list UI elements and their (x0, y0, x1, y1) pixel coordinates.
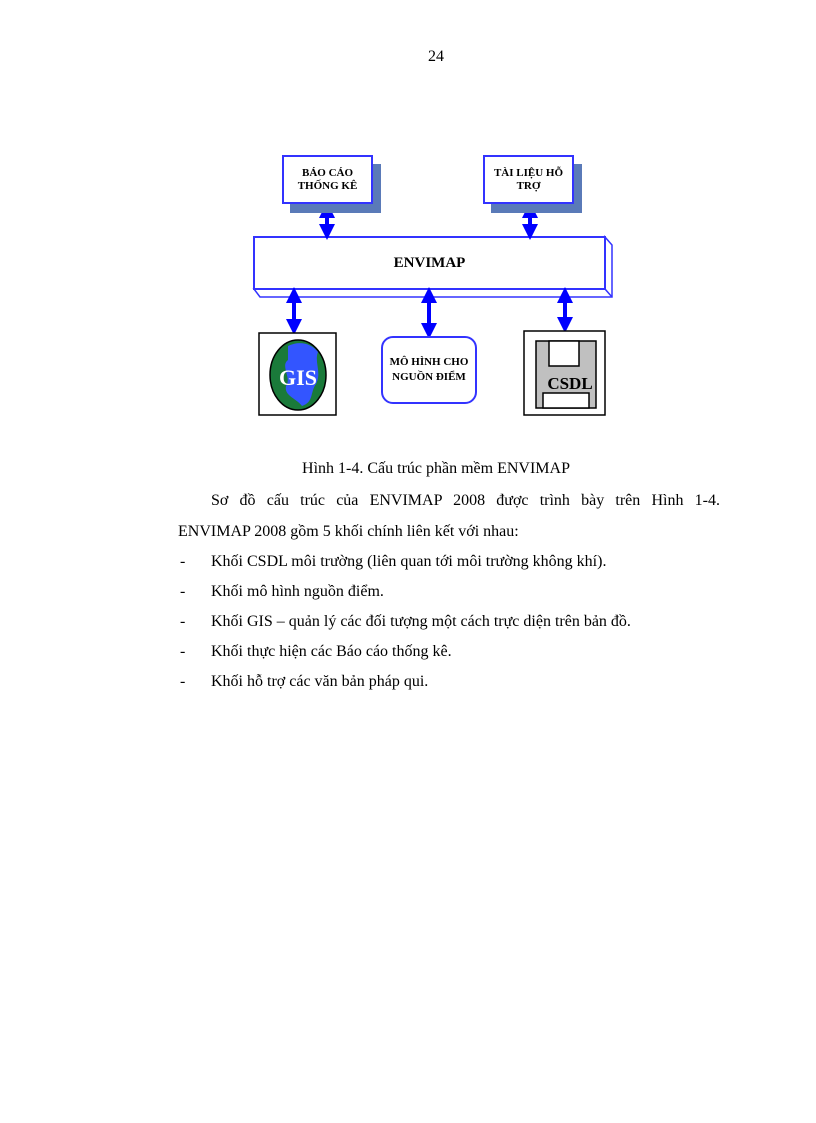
bullet: - (180, 613, 186, 630)
bullet: - (180, 643, 186, 660)
list-item-text: Khối hỗ trợ các văn bản pháp qui. (211, 673, 429, 690)
figure-caption: Hình 1-4. Cấu trúc phần mềm ENVIMAP (302, 460, 570, 477)
list-item-text: Khối mô hình nguồn điểm. (211, 583, 384, 600)
list-item-text: Khối thực hiện các Báo cáo thống kê. (211, 643, 452, 660)
support-docs-label: TÀI LIỆU HỖ TRỢ (493, 166, 564, 192)
list-item-text: Khối CSDL môi trường (liên quan tới môi … (211, 553, 607, 570)
list-item: - Khối GIS – quản lý các đối tượng một cá… (178, 607, 631, 637)
bullet: - (180, 553, 186, 570)
body-paragraph: Sơ đồ cấu trúc của ENVIMAP 2008 được trì… (178, 486, 720, 547)
envimap-label: ENVIMAP (393, 254, 466, 271)
diagram-connectors: GIS CSDL (252, 202, 613, 416)
paragraph-line: ENVIMAP 2008 gồm 5 khối chính liên kết v… (178, 522, 519, 540)
point-source-model-box: MÔ HÌNH CHO NGUỒN ĐIỂM (381, 336, 477, 404)
list-item: - Khối CSDL môi trường (liên quan tới môi… (178, 547, 631, 577)
list-item: - Khối thực hiện các Báo cáo thống kê. (178, 637, 631, 667)
reports-label: BÁO CÁO THỐNG KÊ (297, 166, 358, 192)
bullet: - (180, 673, 186, 690)
csdl-label: CSDL (547, 374, 592, 393)
reports-box: BÁO CÁO THỐNG KÊ (282, 155, 373, 204)
model-label: MÔ HÌNH CHO NGUỒN ĐIỂM (389, 356, 469, 383)
list-item-text: Khối GIS – quản lý các đối tượng một các… (211, 613, 631, 630)
block-list: - Khối CSDL môi trường (liên quan tới môi… (178, 547, 631, 697)
gis-label: GIS (279, 365, 317, 390)
page-number: 24 (428, 48, 444, 65)
paragraph-line: Sơ đồ cấu trúc của ENVIMAP 2008 được trì… (211, 492, 720, 509)
support-docs-box: TÀI LIỆU HỖ TRỢ (483, 155, 574, 204)
list-item: - Khối hỗ trợ các văn bản pháp qui. (178, 667, 631, 697)
bullet: - (180, 583, 186, 600)
list-item: - Khối mô hình nguồn điểm. (178, 577, 631, 607)
envimap-bar (253, 236, 606, 290)
